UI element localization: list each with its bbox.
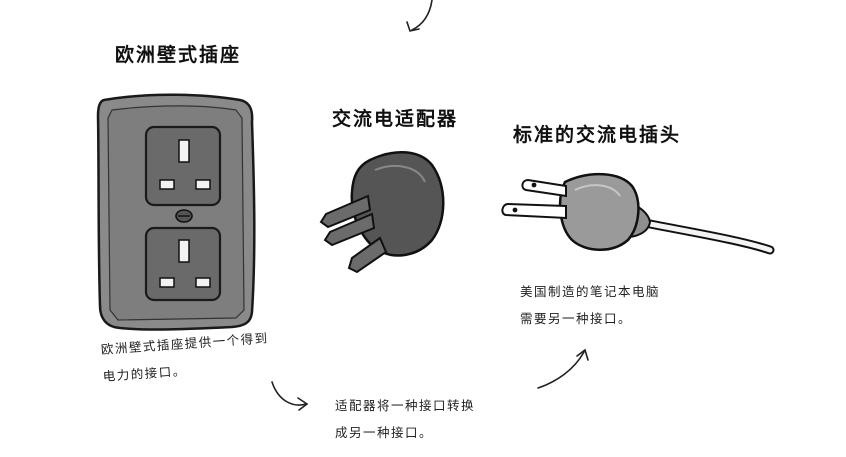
- arrow-adapter-to-laptop: [537, 348, 589, 389]
- plug-prong: [521, 178, 567, 198]
- arrow-eu-to-adapter: [271, 381, 309, 411]
- top-arrow: [406, 0, 433, 32]
- adapter-title: 交流电适配器: [332, 108, 459, 130]
- lower-outlet: [144, 226, 222, 302]
- adapter-note-line: 适配器将一种接口转换: [335, 398, 476, 413]
- laptop-note-line: 美国制造的笔记本电脑: [520, 284, 661, 299]
- laptop-note-line: 需要另一种接口。: [520, 311, 633, 326]
- plug-cord: [637, 219, 773, 253]
- adapter-prong: [319, 194, 372, 229]
- adapter-body: [350, 150, 445, 257]
- eu-socket-title: 欧洲壁式插座: [115, 44, 242, 66]
- standard-plug-title: 标准的交流电插头: [513, 124, 682, 146]
- standard-ac-plug: [501, 172, 775, 255]
- ac-adapter: [319, 150, 445, 274]
- adapter-note: 适配器将一种接口转换 成另一种接口。: [335, 392, 475, 446]
- laptop-note: 美国制造的笔记本电脑 需要另一种接口。: [520, 278, 660, 332]
- eu-wall-socket: [96, 93, 256, 331]
- earth-slot-icon: [178, 139, 190, 163]
- upper-outlet: [144, 125, 222, 207]
- adapter-note-line: 成另一种接口。: [335, 425, 434, 440]
